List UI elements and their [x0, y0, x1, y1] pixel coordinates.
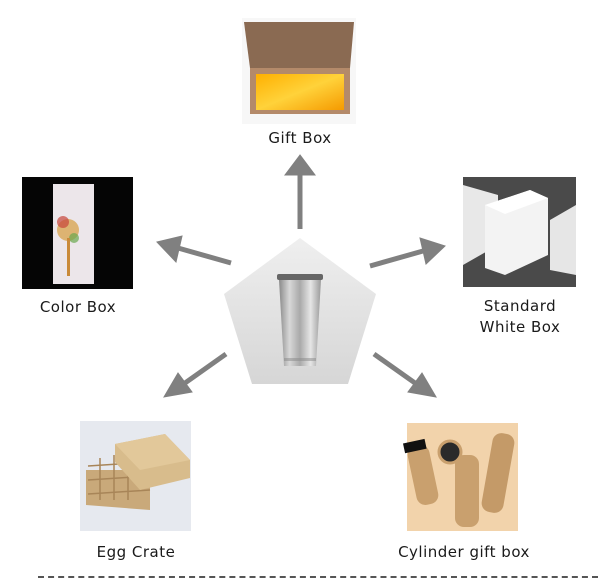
center-product — [224, 238, 376, 384]
standard-white-box-label-line2: White Box — [479, 318, 561, 336]
arrow-downright-icon — [372, 351, 437, 398]
cylinder-gift-box-image — [403, 423, 518, 531]
arrow-up-icon — [284, 154, 316, 229]
standard-white-box-label-line1: Standard — [483, 297, 557, 315]
egg-crate-label: Egg Crate — [96, 543, 176, 561]
gift-box-image — [242, 18, 356, 124]
arrow-upright-icon — [369, 237, 446, 269]
color-box-image — [22, 177, 133, 289]
standard-white-box-image — [463, 177, 576, 287]
arrow-downleft-icon — [163, 351, 228, 398]
egg-crate-image — [80, 421, 191, 531]
arrow-upleft-icon — [156, 235, 232, 266]
color-box-label: Color Box — [39, 298, 117, 316]
cylinder-gift-box-label: Cylinder gift box — [398, 543, 530, 561]
dashed-divider — [38, 576, 598, 578]
gift-box-label: Gift Box — [268, 129, 332, 147]
